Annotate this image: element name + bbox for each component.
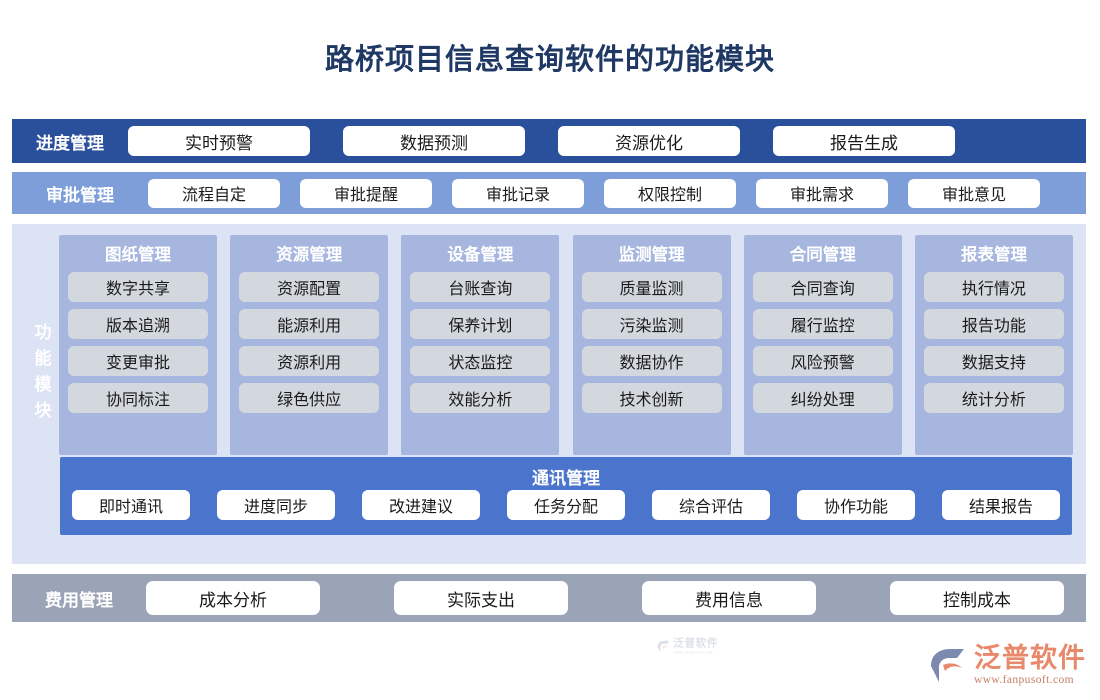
row-progress-label: 进度管理 — [36, 133, 104, 153]
module-item[interactable]: 数字共享 — [68, 272, 208, 302]
chip-communication-2[interactable]: 改进建议 — [362, 490, 480, 520]
module-item[interactable]: 变更审批 — [68, 346, 208, 376]
panel-communication-title: 通讯管理 — [532, 469, 600, 488]
watermark-logo: 泛普软件 www.fanpusoft.com — [656, 638, 718, 655]
module-item[interactable]: 资源利用 — [239, 346, 380, 376]
module-column-drawing: 图纸管理 数字共享 版本追溯 变更审批 协同标注 — [59, 235, 217, 455]
watermark-logo-name: 泛普软件 — [673, 637, 718, 650]
module-item[interactable]: 能源利用 — [239, 309, 380, 339]
chip-approval-3[interactable]: 权限控制 — [604, 178, 736, 208]
module-item[interactable]: 风险预警 — [752, 346, 893, 376]
panel-function-modules: 功能模块 图纸管理 数字共享 版本追溯 变更审批 协同标注 资源管理 资源配置 … — [12, 224, 1086, 654]
chip-communication-5[interactable]: 协作功能 — [797, 490, 915, 520]
chip-communication-3[interactable]: 任务分配 — [507, 490, 625, 520]
module-item[interactable]: 版本追溯 — [68, 309, 208, 339]
chip-communication-6[interactable]: 结果报告 — [942, 490, 1060, 520]
module-column-title: 图纸管理 — [105, 246, 171, 264]
chip-progress-3[interactable]: 报告生成 — [773, 126, 955, 156]
watermark-logo-url: www.fanpusoft.com — [673, 649, 713, 655]
row-cost-label: 费用管理 — [45, 590, 113, 610]
chip-cost-2[interactable]: 费用信息 — [642, 581, 816, 615]
module-item[interactable]: 状态监控 — [410, 346, 551, 376]
chip-approval-5[interactable]: 审批意见 — [908, 178, 1040, 208]
panel-function-modules-label: 功能模块 — [34, 323, 52, 420]
module-column-equipment: 设备管理 台账查询 保养计划 状态监控 效能分析 — [401, 235, 560, 455]
module-column-resource: 资源管理 资源配置 能源利用 资源利用 绿色供应 — [230, 235, 389, 455]
module-item[interactable]: 质量监测 — [581, 272, 722, 302]
module-item[interactable]: 报告功能 — [923, 309, 1064, 339]
chip-approval-4[interactable]: 审批需求 — [756, 178, 888, 208]
chip-cost-1[interactable]: 实际支出 — [394, 581, 568, 615]
fanpu-logo-icon — [657, 640, 670, 653]
chip-approval-2[interactable]: 审批记录 — [452, 178, 584, 208]
module-column-contract: 合同管理 合同查询 履行监控 风险预警 纠纷处理 — [743, 235, 902, 455]
chip-cost-0[interactable]: 成本分析 — [146, 581, 320, 615]
module-item[interactable]: 数据协作 — [581, 346, 722, 376]
chip-progress-0[interactable]: 实时预警 — [128, 126, 310, 156]
module-column-report: 报表管理 执行情况 报告功能 数据支持 统计分析 — [914, 235, 1073, 455]
module-item[interactable]: 资源配置 — [239, 272, 380, 302]
module-column-monitoring: 监测管理 质量监测 污染监测 数据协作 技术创新 — [572, 235, 731, 455]
chip-approval-0[interactable]: 流程自定 — [148, 178, 280, 208]
chip-communication-1[interactable]: 进度同步 — [217, 490, 335, 520]
row-approval-label: 审批管理 — [46, 185, 114, 205]
watermark-logo-text: 泛普软件 www.fanpusoft.com — [673, 638, 718, 655]
module-item[interactable]: 执行情况 — [923, 272, 1064, 302]
fanpu-logo-icon — [931, 649, 964, 683]
page-title: 路桥项目信息查询软件的功能模块 — [324, 44, 775, 76]
module-item[interactable]: 效能分析 — [410, 383, 551, 413]
brand-logo-text: 泛普软件 www.fanpusoft.com — [974, 642, 1086, 687]
brand-logo-url: www.fanpusoft.com — [974, 673, 1074, 686]
module-item[interactable]: 数据支持 — [923, 346, 1064, 376]
brand-logo-name: 泛普软件 — [974, 642, 1086, 673]
chip-communication-4[interactable]: 综合评估 — [652, 490, 770, 520]
communication-chip-group: 即时通讯 进度同步 改进建议 任务分配 综合评估 协作功能 结果报告 — [60, 487, 1072, 520]
chip-progress-1[interactable]: 数据预测 — [343, 126, 525, 156]
chip-progress-2[interactable]: 资源优化 — [558, 126, 740, 156]
module-column-title: 报表管理 — [960, 246, 1027, 264]
module-column-title: 合同管理 — [789, 246, 856, 264]
row-progress-management: 进度管理 实时预警 数据预测 资源优化 报告生成 — [12, 119, 1086, 163]
brand-logo: 泛普软件 www.fanpusoft.com — [927, 642, 1086, 687]
module-column-group: 图纸管理 数字共享 版本追溯 变更审批 协同标注 资源管理 资源配置 能源利用 … — [59, 235, 1073, 455]
module-item[interactable]: 合同查询 — [752, 272, 893, 302]
chip-cost-3[interactable]: 控制成本 — [890, 581, 1064, 615]
module-column-title: 资源管理 — [276, 246, 343, 264]
module-item[interactable]: 纠纷处理 — [752, 383, 893, 413]
module-item[interactable]: 协同标注 — [68, 383, 208, 413]
chip-approval-1[interactable]: 审批提醒 — [300, 178, 432, 208]
module-column-title: 监测管理 — [618, 246, 685, 264]
module-item[interactable]: 统计分析 — [923, 383, 1064, 413]
panel-communication-management: 通讯管理 即时通讯 进度同步 改进建议 任务分配 综合评估 协作功能 结果报告 — [60, 457, 1072, 535]
row-cost-management: 费用管理 成本分析 实际支出 费用信息 控制成本 — [12, 574, 1086, 622]
module-item[interactable]: 污染监测 — [581, 309, 722, 339]
row-approval-management: 审批管理 流程自定 审批提醒 审批记录 权限控制 审批需求 审批意见 — [12, 172, 1086, 214]
chip-communication-0[interactable]: 即时通讯 — [72, 490, 190, 520]
module-item[interactable]: 技术创新 — [581, 383, 722, 413]
module-item[interactable]: 绿色供应 — [239, 383, 380, 413]
module-item[interactable]: 履行监控 — [752, 309, 893, 339]
module-column-title: 设备管理 — [447, 246, 514, 264]
module-item[interactable]: 台账查询 — [410, 272, 551, 302]
module-item[interactable]: 保养计划 — [410, 309, 551, 339]
